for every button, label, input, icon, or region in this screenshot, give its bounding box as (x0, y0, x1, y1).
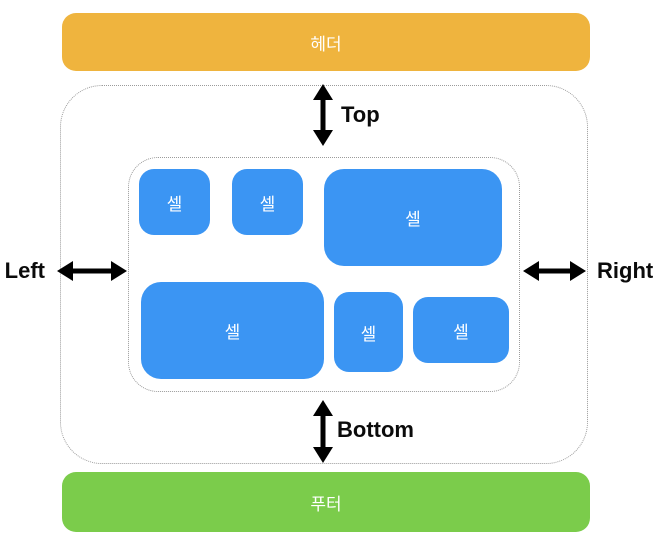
footer-label: 푸터 (310, 494, 342, 514)
cell-label: 셀 (360, 324, 377, 344)
cell-label: 셀 (453, 322, 469, 342)
bottom-inset-arrow-icon (313, 400, 333, 463)
cell: 셀 (324, 169, 502, 266)
cell: 셀 (334, 292, 403, 372)
cell-label: 셀 (259, 194, 276, 214)
footer-bar: 푸터 (62, 472, 590, 532)
bottom-inset-label: Bottom (337, 417, 414, 442)
cell: 셀 (139, 169, 210, 235)
cell: 셀 (232, 169, 303, 235)
right-inset-arrow-icon (523, 261, 586, 281)
cell-label: 셀 (405, 210, 421, 229)
header-label: 헤더 (310, 34, 342, 54)
header-bar: 헤더 (62, 13, 590, 71)
right-inset-label: Right (597, 258, 654, 283)
top-inset-arrow-icon (313, 84, 333, 146)
cell: 셀 (413, 297, 509, 363)
left-inset-label: Left (4, 258, 45, 283)
cell-label: 셀 (166, 194, 183, 214)
top-inset-label: Top (341, 102, 380, 127)
content-boundary: 셀 셀 셀 셀 셀 셀 (128, 157, 520, 392)
section-boundary (60, 85, 588, 464)
cell: 셀 (141, 282, 324, 379)
left-inset-arrow-icon (57, 261, 127, 281)
cell-label: 셀 (224, 323, 241, 342)
